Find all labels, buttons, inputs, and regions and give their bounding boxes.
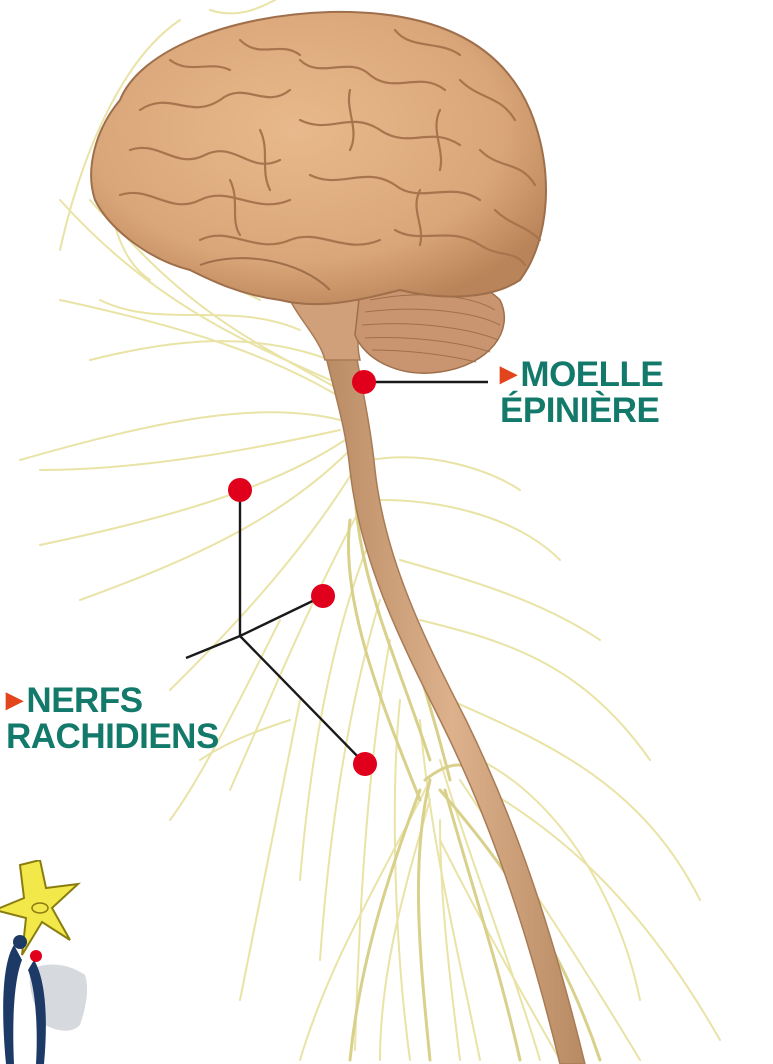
- triangle-right-icon: ▶: [500, 361, 516, 386]
- leader-line-label-nerfs: [186, 636, 240, 658]
- label-spinal-cord-line2: ÉPINIÈRE: [500, 393, 663, 429]
- leader-line-nerve-bottom: [240, 636, 365, 764]
- marker-nerve-top: [228, 478, 252, 502]
- marker-nerve-bottom: [353, 752, 377, 776]
- marker-spinal-cord: [352, 370, 376, 394]
- label-spinal-nerves-line1: NERFS: [26, 681, 142, 720]
- label-spinal-nerves: ▶NERFS RACHIDIENS: [6, 682, 219, 755]
- marker-nerve-mid: [311, 584, 335, 608]
- spinal-cord: [320, 330, 585, 1064]
- leader-line-nerve-mid: [240, 596, 323, 636]
- label-spinal-cord: ▶MOELLE ÉPINIÈRE: [500, 356, 663, 429]
- label-spinal-nerves-line2: RACHIDIENS: [6, 719, 219, 755]
- neuron-star-icon: [0, 860, 78, 955]
- figure-left: [3, 945, 22, 1064]
- brain-cerebrum: [91, 12, 546, 304]
- organization-logo: [0, 860, 90, 1064]
- label-spinal-cord-line1: MOELLE: [520, 355, 663, 394]
- triangle-right-icon: ▶: [6, 687, 22, 712]
